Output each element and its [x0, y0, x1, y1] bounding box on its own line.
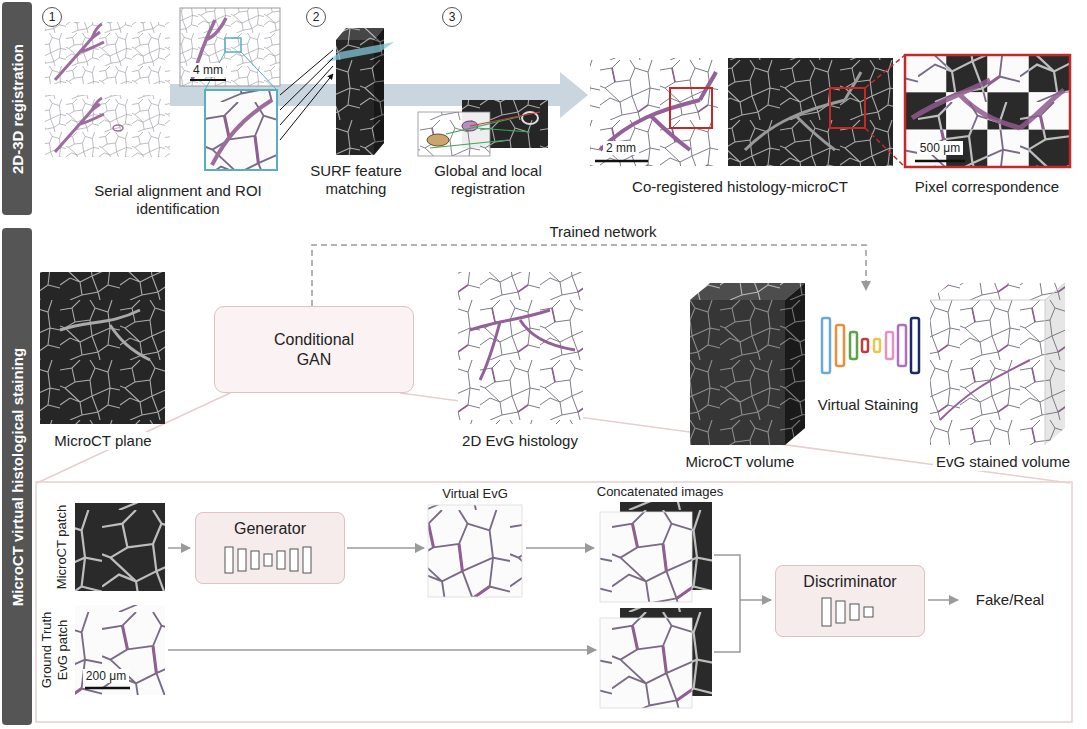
patch-images: [75, 502, 712, 708]
step-number: 2: [306, 7, 326, 27]
section-band: MicroCT virtual histological staining: [2, 228, 32, 725]
image-caption: Virtual Staining: [815, 396, 922, 414]
process-box: Conditional GAN: [214, 306, 414, 393]
box-fill: [214, 306, 414, 393]
network-box: Generator: [195, 512, 345, 584]
scale-label: 500 μm: [917, 141, 963, 155]
microct-volume: [690, 283, 805, 445]
step-caption: Serial alignment and ROI identification: [78, 182, 278, 218]
image-caption: Pixel correspondence: [897, 178, 1077, 196]
image-caption: Co-registered histology-microCT: [580, 178, 900, 196]
section-images: [40, 272, 583, 424]
scale-label: 2 mm: [603, 141, 639, 155]
step-number: 1: [42, 7, 62, 27]
image-caption: 2D EvG histology: [459, 432, 581, 450]
scale-label: 4 mm: [190, 63, 226, 77]
image-caption: Concatenated images: [575, 484, 745, 500]
box-label: Generator: [234, 519, 306, 539]
feedback-line: [312, 245, 866, 306]
flow-arrow: [168, 548, 958, 652]
image-caption: EvG stained volume: [933, 453, 1073, 471]
checkerboard-overlay: [905, 55, 1070, 167]
image-caption: MicroCT volume: [683, 453, 798, 471]
scale-label: 200 μm: [83, 669, 129, 683]
box-fill: [195, 512, 345, 584]
step-caption: SURF feature matching: [301, 162, 411, 198]
image-caption: Virtual EvG: [415, 486, 535, 502]
box-label: Conditional GAN: [259, 330, 369, 370]
image-caption: MicroCT plane: [51, 432, 154, 450]
network-icon: [822, 318, 919, 373]
section-band: 2D-3D registration: [2, 2, 32, 215]
patch-label: MicroCT patch: [54, 497, 70, 597]
box-fill: [775, 565, 925, 637]
stained-volume: [930, 283, 1065, 445]
step-caption: Global and local registration: [403, 162, 573, 198]
output-label: Fake/Real: [965, 591, 1055, 609]
box-label: Discriminator: [803, 572, 896, 592]
coregistered-images: [590, 55, 905, 167]
registration-image: [418, 100, 548, 156]
band-title: MicroCT virtual histological staining: [9, 347, 26, 605]
network-box: Discriminator: [775, 565, 925, 637]
patch-label: Ground Truth EvG patch: [39, 603, 70, 698]
microct-block: [280, 28, 394, 155]
detail-panel: [36, 482, 1072, 722]
step-number: 3: [442, 7, 462, 27]
flow-label: Trained network: [523, 223, 683, 241]
histology-slices: [45, 8, 280, 170]
band-title: 2D-3D registration: [9, 43, 26, 173]
